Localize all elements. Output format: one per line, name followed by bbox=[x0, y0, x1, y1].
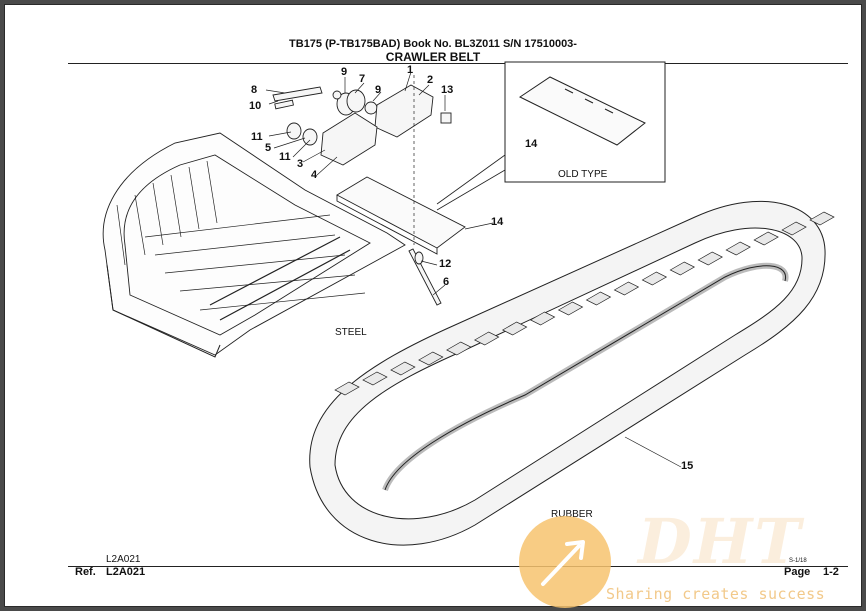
track-lug bbox=[781, 221, 807, 236]
track-lug bbox=[362, 371, 388, 386]
track-lug bbox=[669, 261, 696, 276]
model-book-serial-line: TB175 (P-TB175BAD) Book No. BL3Z011 S/N … bbox=[289, 38, 577, 50]
steel-track-illustration bbox=[102, 132, 406, 358]
callout-15: 15 bbox=[681, 460, 693, 472]
track-lug bbox=[753, 231, 779, 246]
ref-code: L2A021 bbox=[106, 566, 146, 578]
track-lug bbox=[725, 241, 751, 256]
track-lug bbox=[390, 361, 416, 376]
page-label: Page bbox=[784, 566, 811, 578]
header-divider bbox=[68, 63, 848, 64]
page-title: CRAWLER BELT bbox=[385, 50, 481, 64]
callout-2: 2 bbox=[427, 74, 433, 86]
track-lug bbox=[334, 381, 360, 396]
track-lug bbox=[418, 351, 444, 366]
watermark-tagline: Sharing creates success bbox=[606, 585, 826, 603]
link-components bbox=[272, 84, 452, 306]
callout-11-upper: 11 bbox=[251, 131, 263, 143]
old-type-inset bbox=[436, 61, 666, 211]
rubber-track-lugs bbox=[334, 211, 835, 396]
caption-rubber: RUBBER bbox=[551, 509, 593, 520]
callout-4: 4 bbox=[311, 169, 318, 181]
callout-12: 12 bbox=[439, 258, 451, 270]
track-lug bbox=[641, 271, 668, 286]
page-number: 1-2 bbox=[823, 566, 839, 578]
caption-old-type: OLD TYPE bbox=[558, 169, 608, 180]
ref-label: Ref. bbox=[75, 566, 96, 578]
callout-11-lower: 11 bbox=[279, 151, 291, 163]
track-lug bbox=[613, 281, 640, 296]
callout-8: 8 bbox=[251, 84, 257, 96]
callout-14-inset: 14 bbox=[525, 138, 538, 150]
dht-watermark-logo: DHT bbox=[638, 505, 803, 578]
track-lug bbox=[501, 321, 528, 336]
callout-13: 13 bbox=[441, 84, 453, 96]
callout-9-left: 9 bbox=[341, 66, 347, 78]
callout-10: 10 bbox=[249, 100, 261, 112]
track-lug bbox=[557, 301, 584, 316]
sheet-stamp: S-1/18 bbox=[789, 558, 807, 564]
track-lug bbox=[529, 311, 556, 326]
track-lug bbox=[473, 331, 500, 346]
track-lug bbox=[697, 251, 723, 266]
track-lug bbox=[446, 341, 472, 356]
shoe-plate-14 bbox=[336, 176, 466, 255]
parts-catalog-page: TB175 (P-TB175BAD) Book No. BL3Z011 S/N … bbox=[4, 4, 862, 607]
callout-6: 6 bbox=[443, 276, 449, 288]
callout-5: 5 bbox=[265, 142, 271, 154]
footer-divider bbox=[68, 566, 848, 567]
callout-3: 3 bbox=[297, 158, 303, 170]
callout-9-right: 9 bbox=[375, 84, 381, 96]
rubber-track-illustration bbox=[309, 200, 826, 546]
callout-14: 14 bbox=[491, 216, 504, 228]
arrow-icon bbox=[541, 540, 585, 586]
callout-1: 1 bbox=[407, 64, 413, 76]
track-lug bbox=[585, 291, 612, 306]
exploded-parts-diagram: 8 10 11 5 11 3 4 9 7 9 1 2 13 14 14 12 6… bbox=[102, 61, 835, 546]
caption-steel: STEEL bbox=[335, 327, 367, 338]
callout-numbers: 8 10 11 5 11 3 4 9 7 9 1 2 13 14 14 12 6… bbox=[249, 64, 693, 472]
callout-leaders bbox=[265, 71, 682, 468]
track-lug bbox=[809, 211, 835, 226]
callout-7: 7 bbox=[359, 73, 365, 85]
ref-code-small: L2A021 bbox=[106, 554, 141, 565]
